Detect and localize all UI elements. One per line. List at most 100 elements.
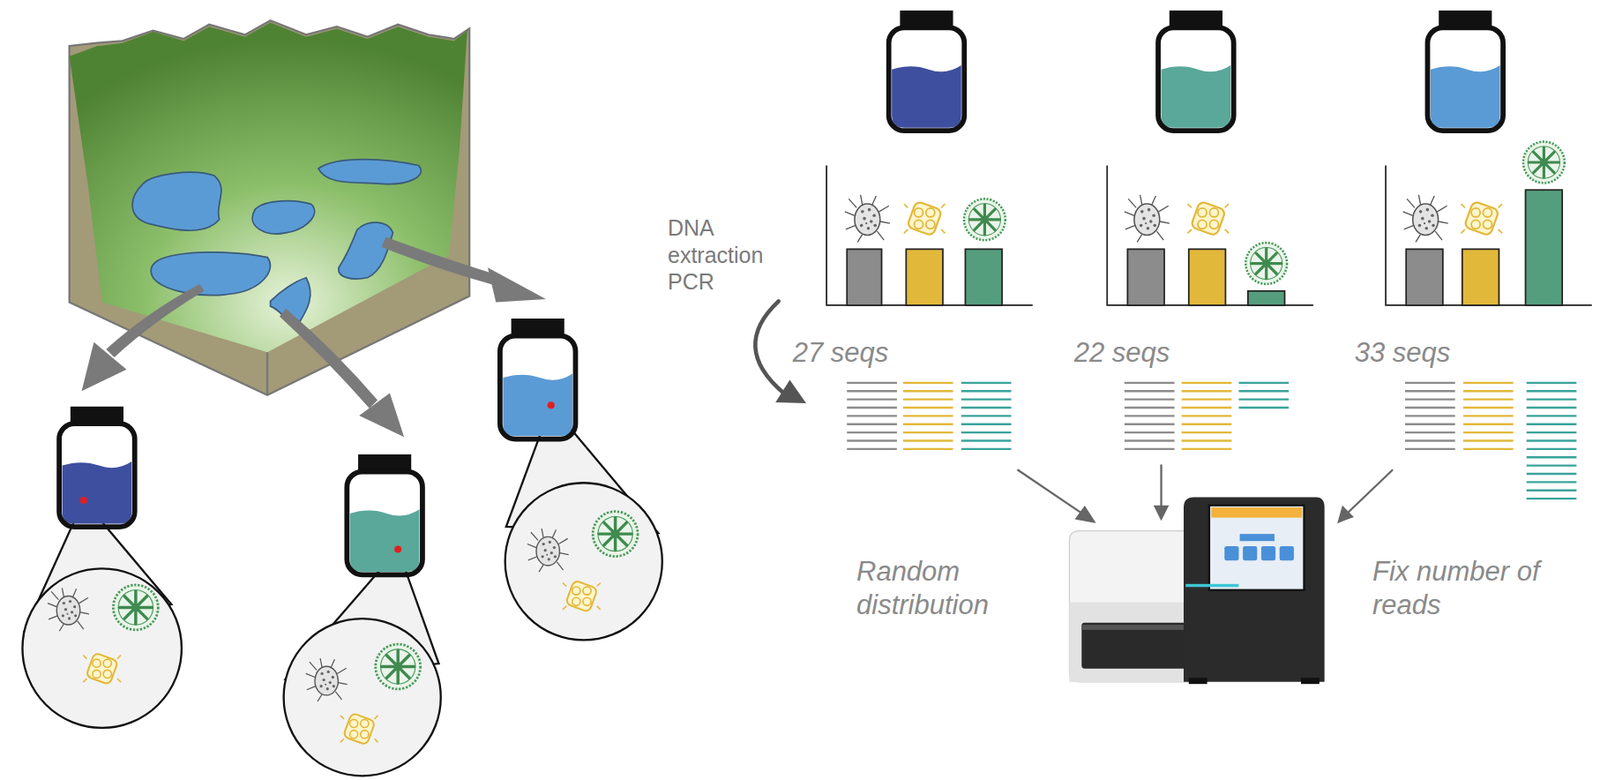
sequence-reads: [1526, 406, 1578, 409]
sequence-reads: [961, 423, 1012, 426]
sequence-reads: [846, 397, 898, 400]
landscape: [69, 20, 471, 396]
annotation-text: 27 seqs: [752, 336, 929, 370]
process-arrow: [755, 300, 784, 393]
sequence-reads: [961, 431, 1012, 434]
annotation-text: DNA extraction PCR: [667, 214, 783, 296]
sequence-reads: [1181, 414, 1233, 417]
sequence-reads: [1463, 423, 1514, 426]
sequence-reads: [1124, 448, 1175, 450]
sequencer: [1279, 545, 1294, 561]
sequence-reads: [903, 448, 954, 450]
bar-chart: [1462, 248, 1500, 306]
bar-chart: [1405, 248, 1443, 306]
plankton-icons: [340, 712, 379, 746]
bar-chart: [1106, 164, 1314, 305]
sequence-reads: [1463, 448, 1514, 450]
sample-bottle: [1158, 10, 1234, 132]
sequencer: [1185, 583, 1239, 587]
sampling-arrow: [381, 236, 501, 286]
sequence-reads: [1405, 389, 1456, 392]
plankton-icons: [844, 194, 890, 242]
sequence-reads: [1463, 414, 1514, 417]
annotation-text: Fix number of reads: [1372, 554, 1563, 622]
sample-bottle: [1161, 65, 1232, 128]
sequence-reads: [961, 389, 1012, 392]
sequence-reads: [1526, 489, 1578, 492]
landscape: [252, 201, 315, 234]
plankton-icons: [592, 511, 638, 557]
sequence-reads: [846, 439, 898, 442]
landscape: [318, 159, 421, 185]
sample-bottle: [889, 10, 965, 132]
sampling-arrow: [105, 284, 204, 358]
process-arrow: [1155, 506, 1168, 519]
sequence-reads: [1181, 381, 1233, 384]
sampling-arrow: [358, 392, 404, 437]
sequence-reads: [903, 397, 954, 400]
sequence-reads: [1124, 439, 1175, 442]
plankton-icons: [1245, 242, 1287, 285]
sequence-reads: [1405, 423, 1456, 426]
plankton-icons: [964, 198, 1006, 240]
sample-bottle: [1158, 10, 1234, 132]
landscape: [150, 252, 270, 296]
sample-bottle: [346, 454, 423, 576]
sequence-reads: [1124, 389, 1175, 392]
sample-bottle: [1427, 10, 1503, 132]
sequence-reads: [1124, 414, 1175, 417]
sequencer: [1211, 507, 1302, 518]
magnifier: [284, 618, 442, 776]
sequencer: [1081, 624, 1197, 630]
sequence-reads: [1526, 497, 1578, 500]
bar-chart: [1127, 248, 1165, 306]
plankton-icons: [375, 643, 421, 689]
sample-bottle: [1430, 65, 1501, 128]
sequence-reads: [1181, 406, 1233, 409]
sequence-reads: [1124, 431, 1175, 434]
sequence-reads: [846, 381, 898, 384]
sequence-reads: [1181, 448, 1233, 450]
plankton-icons: [82, 652, 121, 686]
landscape: [266, 351, 269, 396]
sequencer: [1081, 622, 1197, 669]
sequence-reads: [961, 397, 1012, 400]
sequence-reads: [961, 439, 1012, 442]
plankton-icons: [562, 579, 601, 613]
sequence-reads: [1181, 397, 1233, 400]
plankton-icons: [1523, 142, 1565, 184]
bar-chart: [1188, 248, 1227, 306]
sequence-reads: [1238, 381, 1289, 384]
sequence-reads: [1181, 431, 1233, 434]
process-arrow: [1076, 507, 1095, 522]
bar-chart: [964, 248, 1002, 306]
sequencer: [1261, 545, 1276, 561]
sample-bottle: [59, 406, 135, 528]
process-arrow: [1159, 463, 1162, 509]
sequence-reads: [1405, 397, 1456, 400]
sequence-reads: [1526, 448, 1578, 450]
sample-bottle: [350, 508, 420, 572]
sequencer: [1183, 496, 1325, 681]
sample-bottle: [500, 318, 576, 440]
sequence-reads: [1405, 448, 1456, 450]
sequence-reads: [1463, 397, 1514, 400]
sequence-reads: [1526, 414, 1578, 417]
sample-bottle: [891, 65, 962, 128]
sequencer: [1224, 545, 1239, 561]
plankton-icons: [1403, 194, 1449, 242]
sequence-reads: [1238, 389, 1289, 392]
landscape: [69, 22, 468, 353]
sequencer: [1069, 496, 1324, 684]
sequence-reads: [1238, 397, 1289, 400]
sampling-arrow: [487, 267, 546, 302]
plankton-icons: [1187, 201, 1229, 237]
process-arrow: [1016, 469, 1084, 515]
bar-chart: [1385, 164, 1593, 305]
bar-chart: [905, 248, 943, 306]
sequence-reads: [903, 389, 954, 392]
sequence-reads: [1463, 406, 1514, 409]
process-arrow: [1346, 469, 1393, 514]
magnifier: [22, 568, 181, 727]
